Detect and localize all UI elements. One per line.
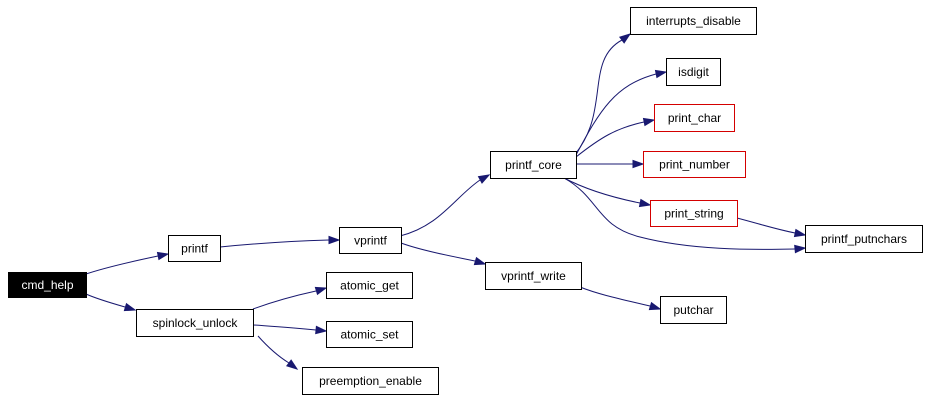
- arrowhead: [286, 359, 299, 370]
- node-label: atomic_set: [340, 328, 399, 342]
- arrowhead: [477, 174, 491, 184]
- node-label: spinlock_unlock: [153, 316, 239, 330]
- nodes-layer: cmd_help printf spinlock_unlock vprintf atom…: [8, 7, 923, 395]
- node-preemption-enable[interactable]: preemption_enable: [302, 367, 439, 395]
- node-label: printf: [181, 242, 208, 256]
- edge-spinlock_unlock-to-atomic_get: [252, 286, 328, 310]
- arrowhead: [619, 33, 632, 44]
- arrowhead: [793, 228, 807, 238]
- edge-printf_core-to-interrupts_disable: [575, 33, 632, 154]
- node-printf-core[interactable]: printf_core: [490, 151, 577, 179]
- edge-line: [85, 293, 126, 308]
- edge-printf_core-to-print_number: [576, 159, 645, 169]
- edge-cmd_help-to-printf: [85, 251, 170, 275]
- node-vprintf[interactable]: vprintf: [339, 227, 402, 254]
- node-vprintf-write[interactable]: vprintf_write: [485, 262, 582, 290]
- node-box: [326, 321, 413, 348]
- edge-line: [563, 177, 796, 250]
- arrowhead: [156, 251, 170, 261]
- node-box: [8, 272, 87, 298]
- node-box: [485, 262, 582, 290]
- node-putchar[interactable]: putchar: [660, 296, 727, 324]
- node-cmd-help[interactable]: cmd_help: [8, 272, 87, 298]
- edge-print_string-to-printf_putnchars: [736, 217, 807, 238]
- edge-line: [85, 255, 159, 275]
- edge-printf_core-to-print_char: [575, 117, 656, 158]
- node-box: [302, 367, 439, 395]
- edge-line: [219, 239, 330, 248]
- edge-line: [399, 179, 481, 237]
- arrowhead: [315, 325, 328, 335]
- node-isdigit[interactable]: isdigit: [666, 58, 721, 86]
- edge-spinlock_unlock-to-preemption_enable: [257, 335, 299, 370]
- edge-vprintf-to-vprintf_write: [400, 242, 487, 266]
- node-box: [805, 225, 923, 253]
- arrowhead: [123, 302, 137, 312]
- node-label: isdigit: [678, 65, 709, 79]
- node-box: [650, 200, 738, 227]
- edge-printf_core-to-isdigit: [575, 69, 668, 156]
- node-atomic-get[interactable]: atomic_get: [326, 272, 413, 299]
- node-printf[interactable]: printf: [168, 235, 221, 262]
- node-print-string[interactable]: print_string: [650, 200, 738, 227]
- node-box: [654, 104, 735, 132]
- arrowhead: [794, 244, 807, 254]
- node-label: vprintf: [354, 234, 387, 248]
- node-label: print_number: [659, 158, 730, 172]
- edge-line: [575, 73, 657, 156]
- node-printf-putnchars[interactable]: printf_putnchars: [805, 225, 923, 253]
- edge-line: [579, 286, 651, 307]
- node-label: putchar: [673, 303, 713, 317]
- node-label: vprintf_write: [501, 269, 566, 283]
- node-atomic-set[interactable]: atomic_set: [326, 321, 413, 348]
- node-spinlock-unlock[interactable]: spinlock_unlock: [136, 309, 254, 337]
- arrowhead: [632, 159, 645, 169]
- edge-line: [400, 242, 476, 262]
- edge-line: [736, 217, 796, 234]
- edge-line: [252, 290, 317, 310]
- node-print-char[interactable]: print_char: [654, 104, 735, 132]
- node-box: [490, 151, 577, 179]
- edge-line: [563, 177, 641, 204]
- node-box: [643, 151, 746, 178]
- edge-cmd_help-to-spinlock_unlock: [85, 293, 137, 312]
- arrowhead: [638, 198, 652, 208]
- edge-spinlock_unlock-to-atomic_set: [252, 324, 328, 335]
- edge-vprintf-to-printf_core: [399, 174, 491, 237]
- edge-line: [252, 324, 317, 331]
- edge-line: [257, 335, 290, 364]
- edge-printf_core-to-printf_putnchars: [563, 177, 807, 254]
- arrowhead: [473, 256, 487, 266]
- arrowhead: [648, 301, 662, 311]
- node-label: preemption_enable: [319, 374, 422, 388]
- node-print-number[interactable]: print_number: [643, 151, 746, 178]
- node-box: [339, 227, 402, 254]
- edge-printf_core-to-print_string: [563, 177, 652, 208]
- arrowhead: [654, 69, 668, 79]
- node-box: [168, 235, 221, 262]
- node-interrupts-disable[interactable]: interrupts_disable: [630, 7, 757, 35]
- node-label: printf_putnchars: [821, 232, 907, 246]
- node-box: [660, 296, 727, 324]
- node-box: [136, 309, 254, 337]
- edge-printf-to-vprintf: [219, 235, 341, 248]
- arrowhead: [328, 235, 341, 245]
- node-label: printf_core: [505, 158, 562, 172]
- node-box: [326, 272, 413, 299]
- edges-layer: [85, 33, 807, 370]
- arrowhead: [314, 286, 328, 296]
- node-box: [630, 7, 757, 35]
- arrowhead: [642, 117, 656, 127]
- node-label: interrupts_disable: [646, 14, 741, 28]
- node-label: cmd_help: [21, 278, 73, 292]
- edge-line: [575, 121, 645, 158]
- edge-vprintf_write-to-putchar: [579, 286, 662, 311]
- node-label: print_string: [664, 207, 723, 221]
- node-label: print_char: [668, 111, 721, 125]
- node-label: atomic_get: [340, 279, 399, 293]
- node-box: [666, 58, 721, 86]
